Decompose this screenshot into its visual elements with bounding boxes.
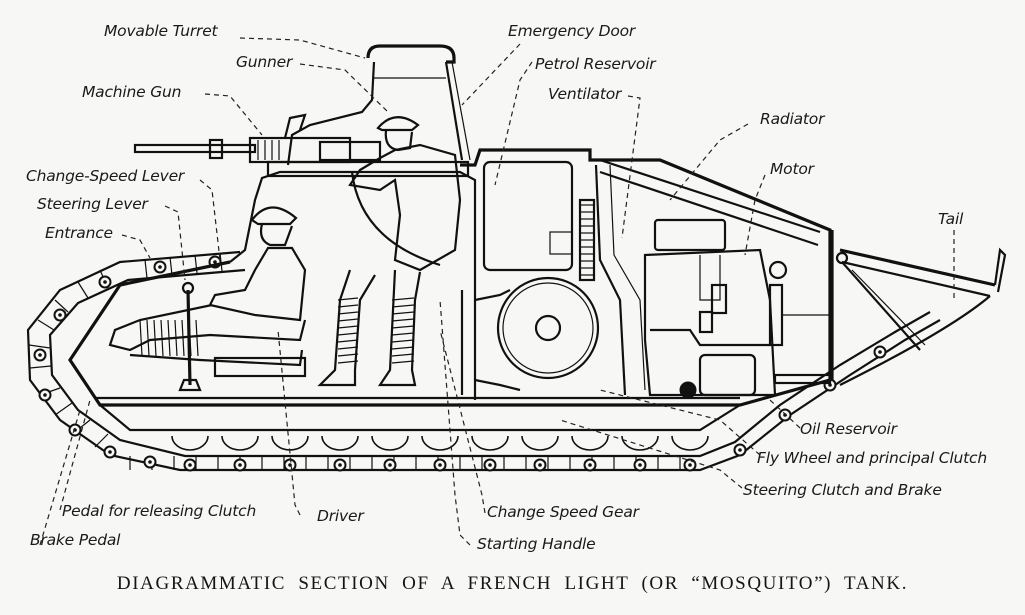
tail — [835, 247, 1007, 386]
label-machine-gun: Machine Gun — [82, 83, 182, 101]
track-pin-hub — [43, 393, 47, 397]
puttee-stripe — [167, 319, 171, 357]
engine-compartment — [460, 160, 832, 399]
puttee-stripe — [146, 319, 150, 357]
gunner-figure — [317, 116, 462, 387]
label-entrance: Entrance — [45, 224, 113, 242]
label-starting-handle: Starting Handle — [477, 535, 596, 553]
figure-caption: DIAGRAMMATIC SECTION OF A FRENCH LIGHT (… — [116, 573, 909, 594]
label-ventilator: Ventilator — [548, 85, 622, 103]
label-petrol-reservoir: Petrol Reservoir — [535, 55, 656, 73]
road-wheel — [421, 435, 459, 451]
puttee-stripe — [337, 332, 359, 336]
road-wheel — [521, 435, 559, 451]
track-pin-hub — [188, 463, 192, 467]
label-tail: Tail — [938, 210, 964, 228]
track-pin-hub — [828, 383, 832, 387]
label-driver: Driver — [317, 507, 364, 525]
road-wheel — [371, 435, 409, 451]
track-pin-hub — [388, 463, 392, 467]
label-motor: Motor — [770, 160, 814, 178]
track-pin-hub — [488, 463, 492, 467]
puttee-stripe — [391, 346, 415, 350]
puttee-stripe — [391, 360, 415, 364]
road-wheel — [471, 435, 509, 451]
label-brake-pedal: Brake Pedal — [30, 531, 121, 549]
track-pin-hub — [108, 450, 112, 454]
puttee-stripe — [337, 311, 359, 315]
turret — [266, 44, 471, 178]
driver-figure — [108, 206, 307, 392]
puttee-stripe — [391, 339, 415, 343]
puttee-stripe — [181, 319, 185, 357]
track-pin-hub — [878, 350, 882, 354]
road-wheel — [621, 435, 659, 451]
track-pin-hub — [158, 265, 162, 269]
puttee-stripe — [337, 304, 359, 308]
puttee-stripe — [391, 332, 415, 336]
puttee-stripe — [160, 319, 164, 357]
puttee-stripe — [337, 360, 359, 364]
road-wheel — [571, 435, 609, 451]
track-pin-hub — [213, 260, 217, 264]
puttee-stripe — [337, 353, 359, 357]
track-pin-hub — [538, 463, 542, 467]
label-oil-reservoir: Oil Reservoir — [800, 420, 897, 438]
label-movable-turret: Movable Turret — [104, 22, 218, 40]
road-wheel — [221, 435, 259, 451]
label-steering-lever: Steering Lever — [37, 195, 148, 213]
road-wheel — [171, 435, 209, 451]
track-pin-hub — [288, 463, 292, 467]
track-pin-hub — [588, 463, 592, 467]
track — [26, 250, 941, 472]
track-pin-hub — [148, 460, 152, 464]
puttee-stripe — [391, 311, 415, 315]
puttee-stripe — [337, 318, 359, 322]
road-wheel — [321, 435, 359, 451]
track-pin-hub — [238, 463, 242, 467]
label-change-speed-gear: Change Speed Gear — [487, 503, 639, 521]
road-wheel — [671, 435, 709, 451]
puttee-stripe — [139, 319, 143, 357]
machine-gun — [133, 113, 382, 164]
puttee-stripe — [337, 339, 359, 343]
label-radiator: Radiator — [760, 110, 825, 128]
road-wheel — [271, 435, 309, 451]
label-fly-wheel: Fly Wheel and principal Clutch — [757, 449, 987, 467]
puttee-stripe — [153, 319, 157, 357]
puttee-stripe — [337, 297, 359, 301]
label-steering-clutch: Steering Clutch and Brake — [743, 481, 942, 499]
label-emergency-door: Emergency Door — [508, 22, 636, 40]
puttee-stripe — [391, 353, 415, 357]
label-gunner: Gunner — [236, 53, 293, 71]
puttee-stripe — [174, 319, 178, 357]
puttee-stripe — [337, 325, 359, 329]
puttee-stripe — [337, 346, 359, 350]
label-change-speed-lever: Change-Speed Lever — [26, 167, 185, 185]
track-pin-hub — [338, 463, 342, 467]
puttee-stripe — [391, 318, 415, 322]
puttee-stripe — [195, 319, 199, 357]
label-pedal-clutch: Pedal for releasing Clutch — [62, 502, 257, 520]
track-pin-hub — [103, 280, 107, 284]
leader-lines — [39, 37, 955, 546]
puttee-stripe — [391, 297, 415, 301]
puttee-stripe — [391, 325, 415, 329]
track-pin-hub — [438, 463, 442, 467]
track-pin-hub — [738, 448, 742, 452]
track-pin-hub — [688, 463, 692, 467]
track-pin-hub — [58, 313, 62, 317]
puttee-stripe — [391, 304, 415, 308]
track-pin-hub — [38, 353, 42, 357]
track-pin-hub — [638, 463, 642, 467]
